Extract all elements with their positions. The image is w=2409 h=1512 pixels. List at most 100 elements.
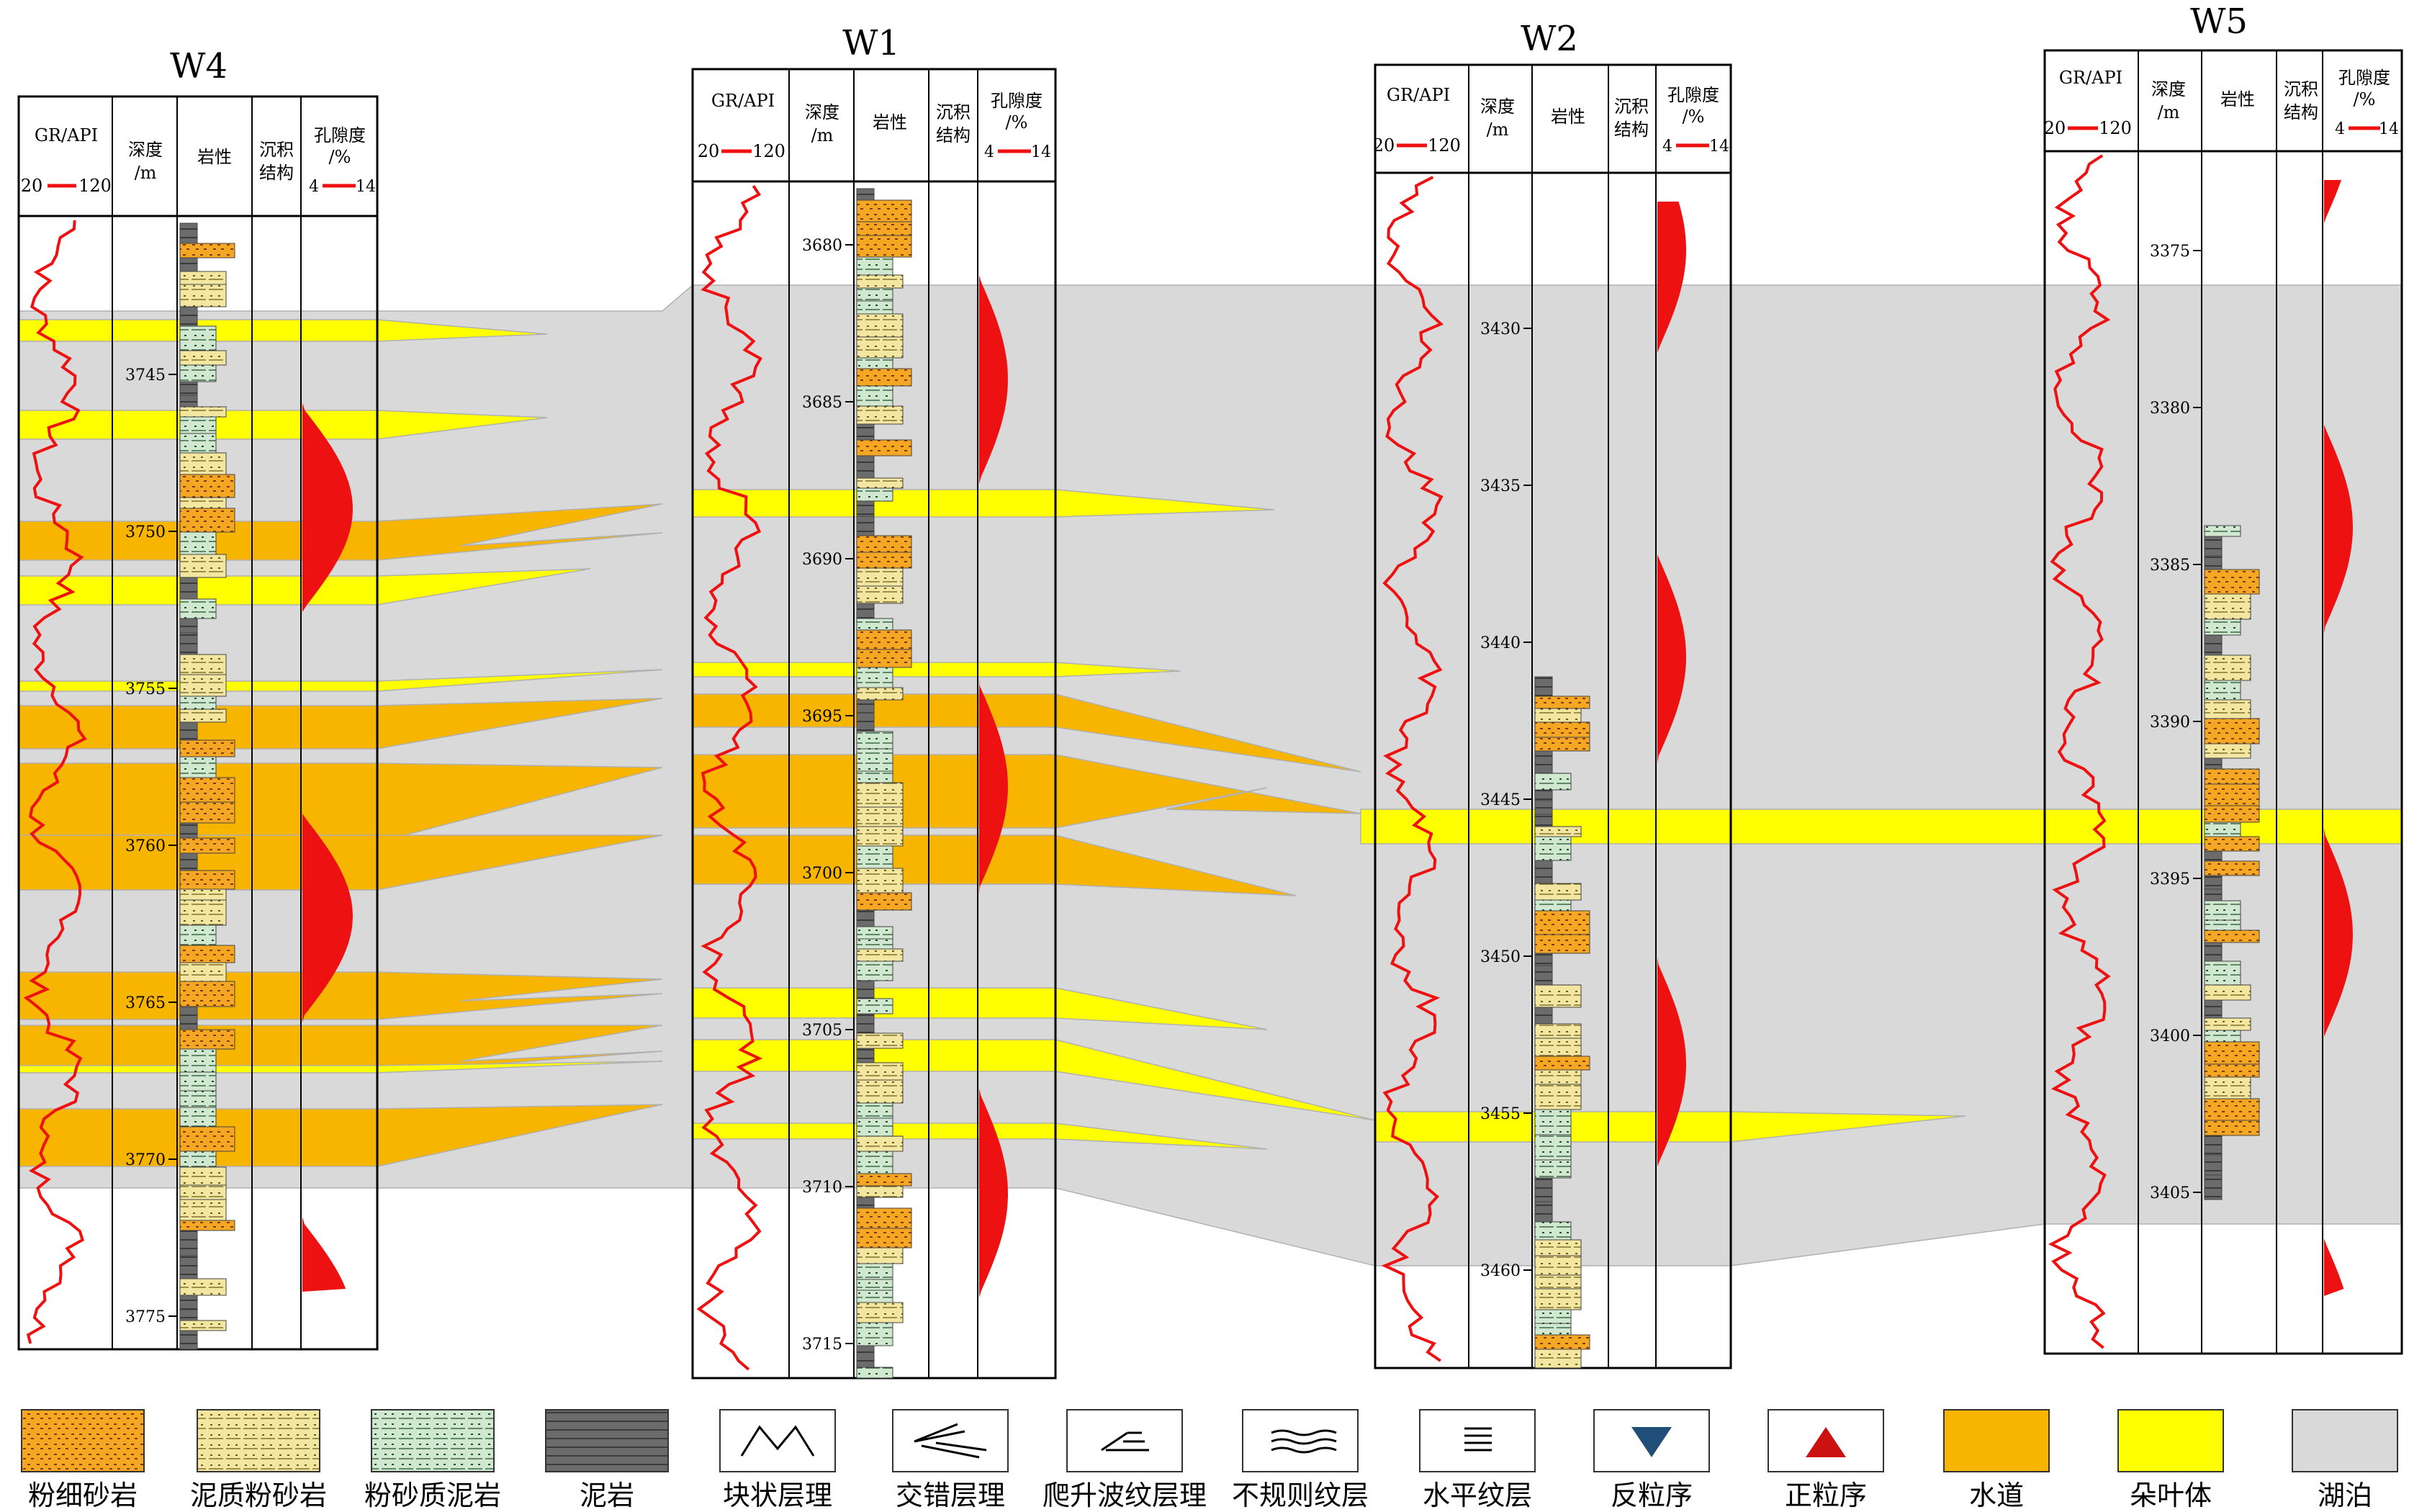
por-range-low: 4 — [1662, 138, 1672, 156]
lithology-bed — [179, 531, 217, 555]
lithology-bed — [179, 497, 227, 509]
lithology-bed — [856, 712, 875, 732]
lithology-bed — [856, 256, 893, 276]
legend-item-fine-sandstone: 粉细砂岩 — [21, 1409, 145, 1511]
lithology-bed — [1534, 899, 1572, 912]
lithology-bed — [856, 980, 875, 999]
por-range-high: 14 — [1031, 143, 1051, 161]
lithology-bed — [856, 748, 893, 772]
legend-box — [892, 1409, 1009, 1472]
lithology-bed — [179, 306, 198, 327]
depth-label: 3745 — [125, 366, 166, 384]
lithology-bed — [179, 1255, 198, 1279]
lithology-bed — [856, 487, 893, 502]
gr-header: GR/API — [1387, 85, 1450, 105]
lithology-bed — [2204, 680, 2241, 701]
lithology-bed — [1534, 836, 1572, 861]
por-range-high: 14 — [1709, 138, 1729, 156]
depth-label: 3705 — [802, 1022, 842, 1040]
lithology-bed — [179, 721, 198, 741]
lithology-bed — [179, 1320, 227, 1331]
lithology-bed — [2204, 743, 2251, 759]
lithology-bed — [856, 287, 893, 302]
lithology-bed — [856, 313, 904, 338]
porosity-header: 孔隙度 — [314, 125, 366, 145]
well-W2-panel: W2 GR/API 20 120 深度 /m 岩性 沉积 结构 孔隙度 /% 4… — [1373, 19, 1729, 156]
legend-label: 块状层理 — [723, 1480, 832, 1511]
legend-label: 水平纹层 — [1423, 1480, 1532, 1511]
lithology-bed — [2204, 900, 2241, 921]
lithology-bed — [179, 1295, 198, 1310]
lithology-bed — [856, 357, 893, 369]
por-range-high: 14 — [356, 178, 376, 196]
lithology-bed — [179, 222, 198, 244]
lobe-swatch — [2117, 1409, 2224, 1472]
lithology-bed — [2204, 1030, 2241, 1043]
legend-item-silty-mudstone: 粉砂质泥岩 — [364, 1409, 501, 1511]
gr-range-low: 20 — [698, 141, 720, 161]
lithology-bed — [856, 274, 904, 289]
lithology-bed — [1534, 789, 1553, 801]
depth-label: 3710 — [802, 1179, 842, 1197]
lithology-bed — [856, 618, 893, 631]
lithology-bed — [2204, 1174, 2223, 1200]
lithology-bed — [179, 554, 227, 578]
lithology-bed — [179, 870, 235, 890]
lithology-bed — [179, 452, 227, 475]
legend-item-reverse-grading: 反粒序 — [1593, 1409, 1710, 1511]
lithology-bed — [1534, 1007, 1553, 1025]
porosity-unit: /% — [329, 147, 351, 167]
massive-bedding-icon — [740, 1425, 815, 1457]
lithology-bed — [1534, 773, 1572, 791]
legend-item-muddy-siltstone: 泥质粉砂岩 — [190, 1409, 327, 1511]
lithology-bed — [2204, 783, 2260, 806]
well-W2-title: W2 — [1521, 19, 1578, 59]
lithology-bed — [856, 629, 912, 650]
silty-mudstone-swatch — [371, 1409, 495, 1472]
depth-label: 3760 — [125, 837, 166, 855]
legend-label: 正粒序 — [1785, 1480, 1867, 1511]
lithology-bed — [856, 1102, 893, 1119]
legend-label: 不规则纹层 — [1232, 1480, 1369, 1511]
lithology-header: 岩性 — [197, 147, 232, 167]
lithology-bed — [856, 1263, 893, 1280]
lithology-bed — [1534, 1309, 1572, 1324]
lithology-bed — [856, 405, 904, 425]
porosity-unit: /% — [1006, 112, 1028, 132]
lithology-bed — [2204, 1017, 2251, 1031]
lithology-bed — [856, 535, 912, 553]
lithology-bed — [1534, 883, 1582, 901]
depth-label: 3755 — [125, 680, 166, 698]
lithology-bed — [1534, 676, 1553, 697]
depth-unit: /m — [1487, 120, 1509, 140]
legend-box — [1419, 1409, 1536, 1472]
lithology-bed — [179, 395, 198, 408]
lithology-bed — [1534, 953, 1553, 966]
depth-unit: /m — [2158, 102, 2180, 122]
lithology-bed — [179, 1166, 227, 1186]
lithology-bed — [856, 845, 893, 869]
lithology-bed — [856, 926, 893, 940]
lithology-bed — [2204, 850, 2223, 862]
lithology-bed — [856, 892, 912, 911]
porosity-header: 孔隙度 — [1667, 85, 1719, 105]
lithology-bed — [856, 1135, 904, 1152]
lithology-bed — [856, 585, 904, 604]
lithology-bed — [179, 945, 235, 963]
depth-header: 深度 — [128, 140, 163, 160]
lithology-bed — [179, 1048, 217, 1073]
legend-item-horizontal-lamination: 水平纹层 — [1419, 1409, 1536, 1511]
lithology-bed — [179, 674, 227, 697]
legend-item-lobe: 朵叶体 — [2117, 1409, 2224, 1511]
lithology-bed — [1534, 1334, 1590, 1350]
gr-range-low: 20 — [1373, 135, 1395, 156]
well-frame — [17, 95, 379, 1351]
lithology-bed — [179, 801, 235, 824]
legend-item-normal-grading: 正粒序 — [1768, 1409, 1884, 1511]
porosity-header: 孔隙度 — [991, 91, 1043, 111]
gr-range-high: 120 — [1428, 135, 1461, 156]
lithology-bed — [856, 1013, 875, 1034]
lithology-bed — [1534, 826, 1582, 837]
legend-label: 交错层理 — [896, 1480, 1005, 1511]
lithology-bed — [1534, 860, 1553, 884]
